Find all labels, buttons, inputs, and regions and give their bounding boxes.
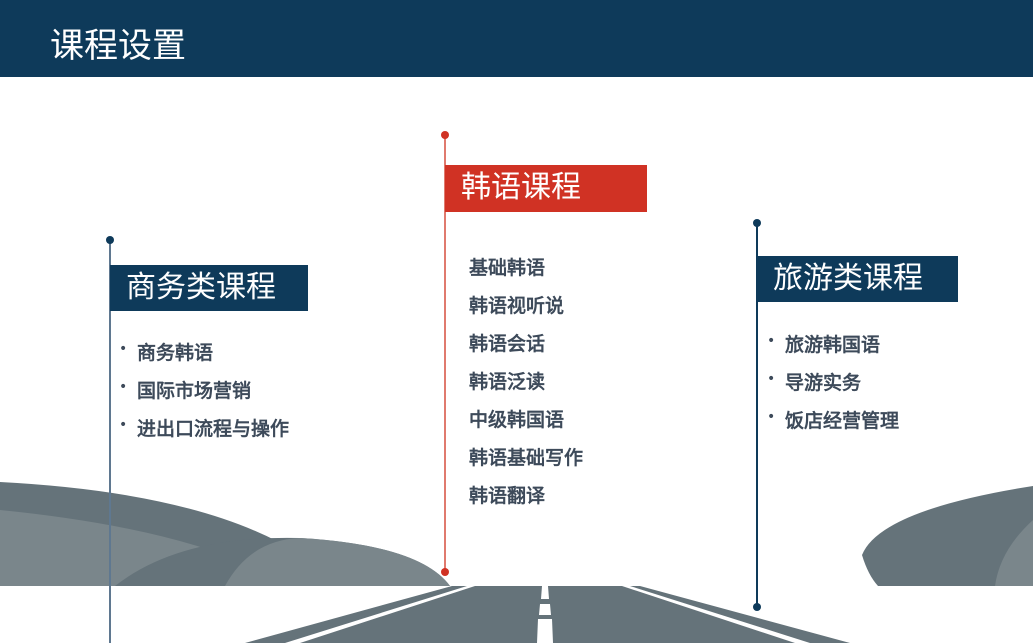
bullet-icon: • [119,417,128,433]
column-title-business: 商务类课程 [110,265,308,311]
list-item: 旅游韩国语 [785,334,881,356]
timeline-line-business [109,240,111,643]
list-item: 饭店经营管理 [785,410,900,432]
timeline-dot [753,603,761,611]
list-item: 韩语翻译 [469,485,546,507]
list-item: 基础韩语 [469,257,546,279]
timeline-dot [106,236,114,244]
bullet-icon: • [767,371,776,387]
list-item: 进出口流程与操作 [137,418,290,440]
list-item: 韩语视听说 [469,295,565,317]
header-bar: 课程设置 [0,0,1033,77]
timeline-dot [753,219,761,227]
timeline-line-korean [444,135,446,572]
bullet-icon: • [119,379,128,395]
list-item: 导游实务 [785,372,862,394]
page-title: 课程设置 [50,26,186,66]
column-title-korean: 韩语课程 [445,165,647,212]
timeline-dot [441,568,449,576]
list-item: 韩语基础写作 [469,447,584,469]
bullet-icon: • [119,341,128,357]
list-item: 韩语泛读 [469,371,546,393]
column-title-tourism: 旅游类课程 [757,256,958,302]
list-item: 国际市场营销 [137,380,252,402]
timeline-line-tourism [756,223,758,607]
bullet-icon: • [767,333,776,349]
list-item: 韩语会话 [469,333,546,355]
list-item: 商务韩语 [137,342,214,364]
list-item: 中级韩国语 [469,409,565,431]
timeline-dot [441,131,449,139]
bullet-icon: • [767,409,776,425]
